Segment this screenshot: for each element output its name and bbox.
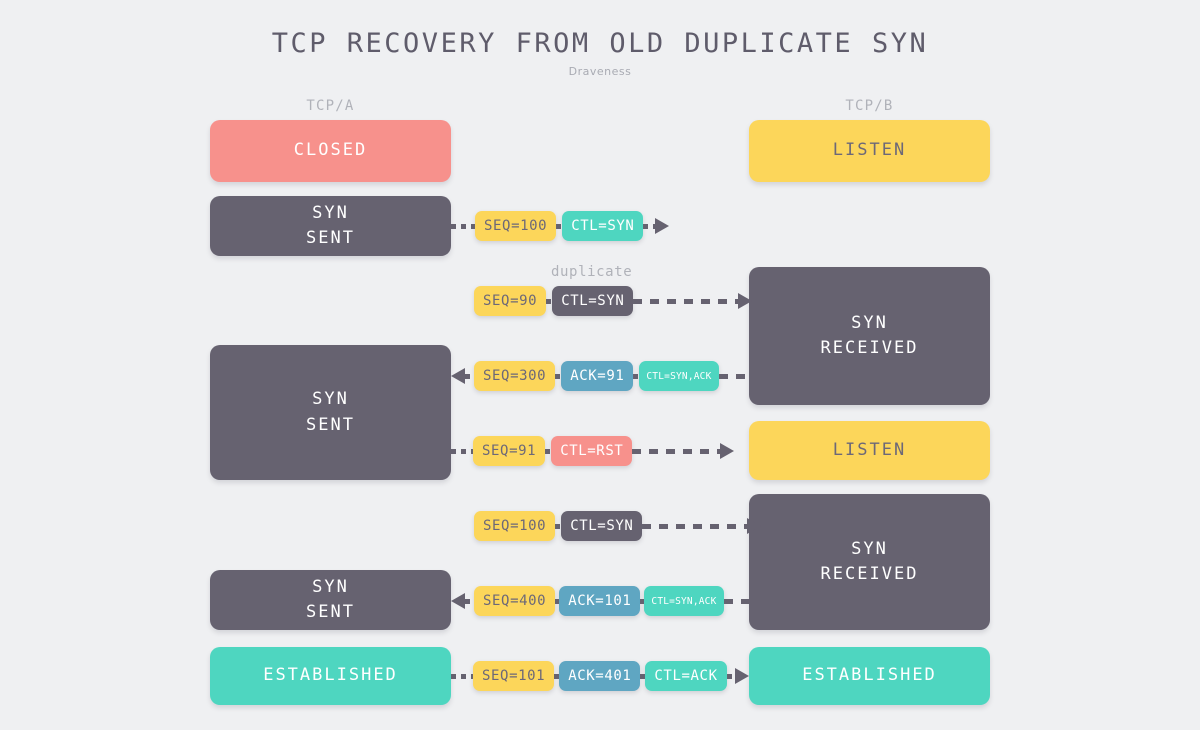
arrow-right-icon (738, 293, 753, 309)
message-row-2: SEQ=90 CTL=SYN (474, 286, 753, 316)
connector-dash (642, 523, 748, 529)
message-row-4: SEQ=91 CTL=RST (451, 436, 735, 466)
connector-dash (640, 673, 646, 679)
state-a-syn-sent-1[interactable]: SYN SENT (210, 196, 451, 256)
badge-ctl[interactable]: CTL=SYN (561, 511, 643, 541)
state-label: ESTABLISHED (263, 665, 398, 686)
connector-dash (643, 223, 656, 229)
state-label-line1: SYN (851, 538, 888, 559)
connector-dash (633, 298, 739, 304)
connector-dash (555, 598, 560, 604)
message-row-7: SEQ=101 ACK=401 CTL=ACK (451, 661, 749, 691)
badge-seq[interactable]: SEQ=90 (474, 286, 547, 316)
state-label: LISTEN (832, 439, 907, 460)
badge-ctl[interactable]: CTL=SYN,ACK (639, 361, 719, 391)
badge-seq[interactable]: SEQ=300 (474, 361, 556, 391)
connector-dash (555, 523, 562, 529)
state-a-established[interactable]: ESTABLISHED (210, 647, 451, 705)
state-b-listen-2[interactable]: LISTEN (749, 421, 990, 480)
arrow-left-icon (451, 368, 465, 384)
badge-ctl[interactable]: CTL=ACK (645, 661, 727, 691)
connector-dash (718, 373, 753, 379)
column-label-tcp-b: TCP/B (845, 98, 894, 114)
state-label-line1: SYN (312, 202, 349, 223)
state-b-syn-received-2[interactable]: SYN RECEIVED (749, 494, 990, 630)
connector-dash (451, 448, 473, 454)
connector-dash (633, 373, 640, 379)
badge-seq[interactable]: SEQ=91 (473, 436, 546, 466)
state-label-line2: RECEIVED (820, 564, 919, 584)
state-a-syn-sent-3[interactable]: SYN SENT (210, 570, 451, 630)
message-row-1: SEQ=100 CTL=SYN (451, 211, 670, 241)
connector-dash (723, 598, 754, 604)
badge-seq[interactable]: SEQ=400 (474, 586, 556, 616)
badge-ctl[interactable]: CTL=SYN (552, 286, 634, 316)
state-label-line2: SENT (306, 414, 355, 435)
message-row-6: SEQ=400 ACK=101 CTL=SYN,ACK (451, 586, 754, 616)
connector-dash (632, 448, 721, 454)
state-label: ESTABLISHED (802, 665, 937, 686)
badge-ctl[interactable]: CTL=SYN,ACK (644, 586, 724, 616)
connector-dash (555, 373, 562, 379)
connector-dash (546, 298, 553, 304)
column-label-tcp-a: TCP/A (306, 98, 355, 114)
connector-dash (451, 673, 473, 679)
connector-dash (451, 223, 475, 229)
state-a-syn-sent-2[interactable]: SYN SENT (210, 345, 451, 480)
connector-dash (640, 598, 645, 604)
badge-ack[interactable]: ACK=101 (559, 586, 641, 616)
state-label-line1: SYN (851, 312, 888, 333)
state-b-listen-1[interactable]: LISTEN (749, 120, 990, 182)
badge-ctl[interactable]: CTL=SYN (562, 211, 644, 241)
connector-dash (554, 673, 560, 679)
badge-seq[interactable]: SEQ=101 (473, 661, 555, 691)
arrow-right-icon (734, 668, 749, 684)
page-subtitle: Draveness (568, 65, 632, 78)
connector-dash (465, 598, 474, 604)
badge-ack[interactable]: ACK=401 (559, 661, 641, 691)
state-label-line1: SYN (312, 389, 349, 409)
arrow-right-icon (655, 218, 670, 234)
state-label-line1: SYN (312, 576, 349, 597)
state-label-line2: SENT (306, 228, 355, 248)
badge-seq[interactable]: SEQ=100 (475, 211, 557, 241)
connector-dash (465, 373, 474, 379)
state-label-line2: RECEIVED (820, 338, 919, 358)
state-b-syn-received-1[interactable]: SYN RECEIVED (749, 267, 990, 405)
state-b-established[interactable]: ESTABLISHED (749, 647, 990, 705)
connector-dash (726, 673, 735, 679)
arrow-right-icon (720, 443, 735, 459)
page-title: TCP RECOVERY FROM OLD DUPLICATE SYN (271, 28, 929, 59)
badge-ack[interactable]: ACK=91 (561, 361, 634, 391)
arrow-right-icon (747, 518, 762, 534)
connector-dash (556, 223, 563, 229)
message-row-3: SEQ=300 ACK=91 CTL=SYN,ACK (451, 361, 753, 391)
connector-dash (545, 448, 552, 454)
state-label-line2: SENT (306, 602, 355, 622)
message-row-5: SEQ=100 CTL=SYN (474, 511, 762, 541)
badge-seq[interactable]: SEQ=100 (474, 511, 556, 541)
annotation-duplicate: duplicate (551, 264, 633, 280)
state-label: CLOSED (293, 140, 368, 161)
state-label: LISTEN (832, 140, 907, 161)
state-a-closed[interactable]: CLOSED (210, 120, 451, 182)
badge-ctl[interactable]: CTL=RST (551, 436, 633, 466)
arrow-left-icon (451, 593, 465, 609)
